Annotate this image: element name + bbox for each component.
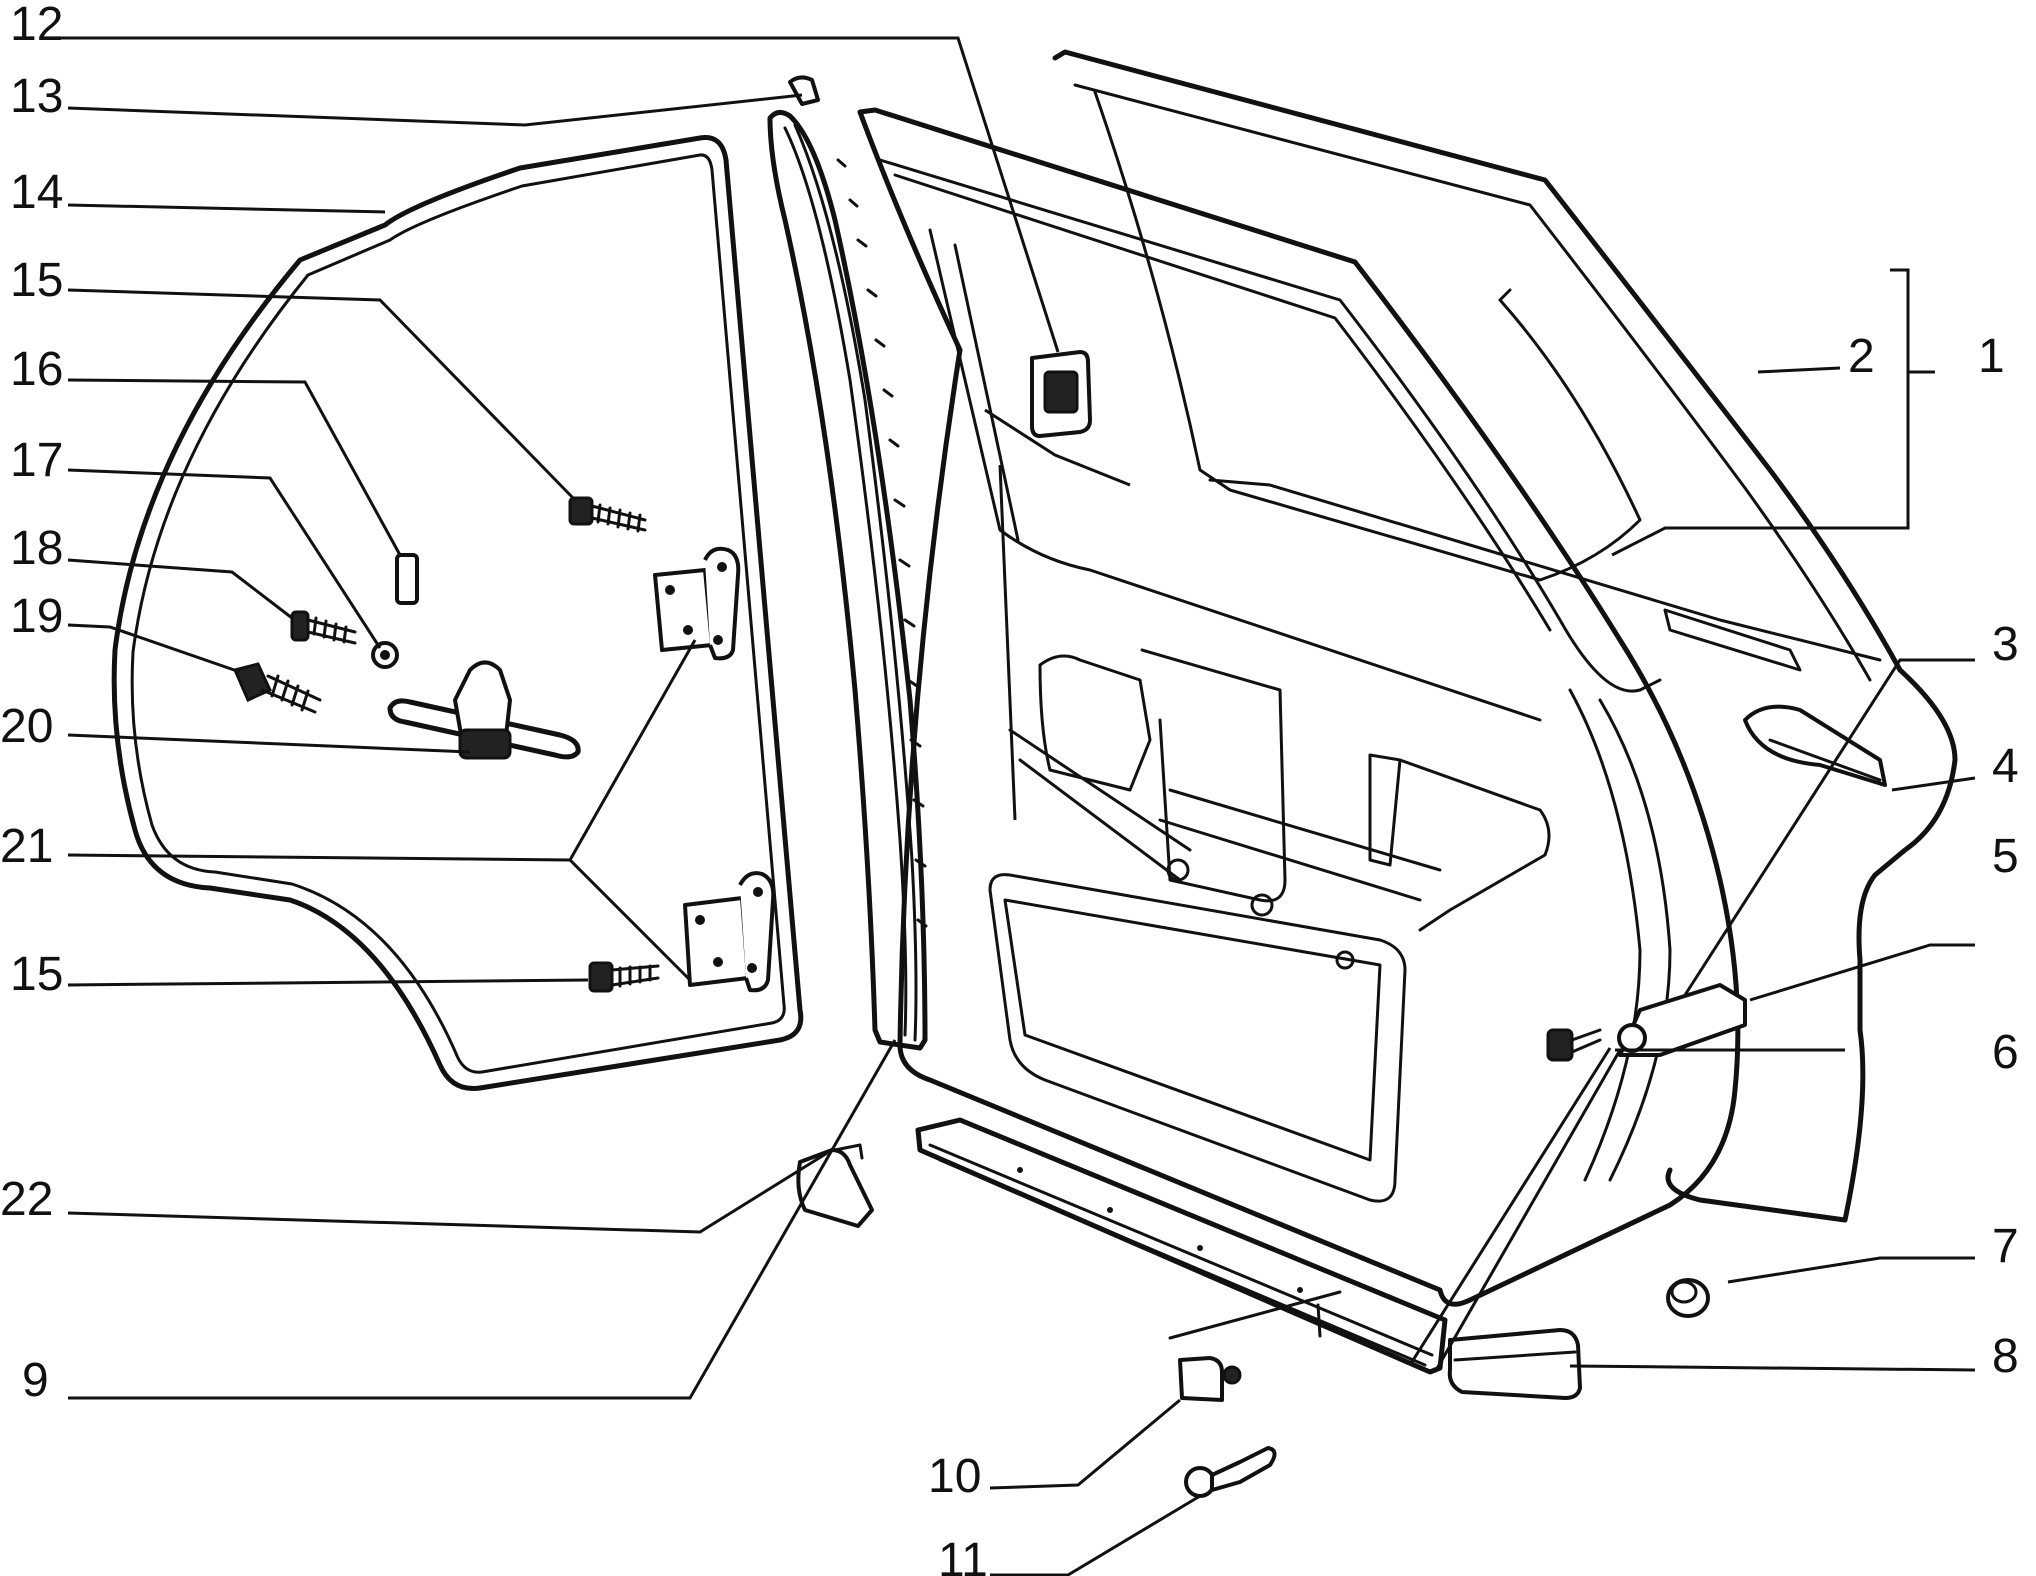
callout-20: 20 — [0, 700, 53, 753]
window-seal-outline — [111, 134, 804, 1092]
callout-1: 1 — [1978, 330, 2005, 383]
clip-12 — [1030, 350, 1092, 438]
lower-sill-strip — [915, 1117, 1448, 1375]
pin-16 — [395, 553, 419, 605]
door-check-strap-20 — [387, 660, 581, 760]
lock-parts — [1546, 983, 1747, 1062]
clip-13 — [788, 75, 820, 106]
door-shell — [857, 107, 1741, 1307]
callout-14: 14 — [10, 166, 63, 219]
callout-18: 18 — [10, 522, 63, 575]
plug-7 — [1666, 1278, 1710, 1318]
callout-11: 11 — [938, 1534, 988, 1576]
bolt-18 — [290, 610, 357, 645]
hinge-lower — [683, 871, 776, 993]
sill-cap-8 — [1447, 1328, 1582, 1400]
callout-19: 19 — [10, 590, 63, 643]
callout-6: 6 — [1992, 1026, 2019, 1079]
callout-3: 3 — [1992, 618, 2019, 671]
callout-9: 9 — [22, 1354, 49, 1407]
door-handle — [1743, 704, 1887, 787]
bolt-15-upper — [568, 496, 647, 533]
callout-7: 7 — [1992, 1220, 2019, 1273]
callout-15-upper: 15 — [10, 254, 63, 307]
bolt-15-lower — [588, 961, 660, 993]
guide-channel-9 — [767, 110, 928, 1051]
clip-10 — [1178, 1356, 1242, 1402]
washer-17 — [371, 641, 399, 669]
callout-2: 2 — [1848, 330, 1875, 383]
bolt-19 — [232, 662, 322, 714]
callout-17: 17 — [10, 434, 63, 487]
leader-lines — [40, 36, 1976, 1576]
clip-22 — [796, 1143, 874, 1228]
callout-10: 10 — [928, 1450, 981, 1503]
callout-4: 4 — [1992, 740, 2019, 793]
outer-frame — [1052, 49, 1958, 1223]
fastener-11 — [1168, 1290, 1342, 1498]
callout-22: 22 — [0, 1173, 53, 1226]
callout-21: 21 — [0, 820, 53, 873]
callout-12: 12 — [10, 0, 63, 51]
hinge-upper — [653, 546, 741, 661]
callout-5: 5 — [1992, 830, 2019, 883]
callout-13: 13 — [10, 70, 63, 123]
callout-16: 16 — [10, 343, 63, 396]
callout-8: 8 — [1992, 1330, 2019, 1383]
callout-15-lower: 15 — [10, 948, 63, 1001]
